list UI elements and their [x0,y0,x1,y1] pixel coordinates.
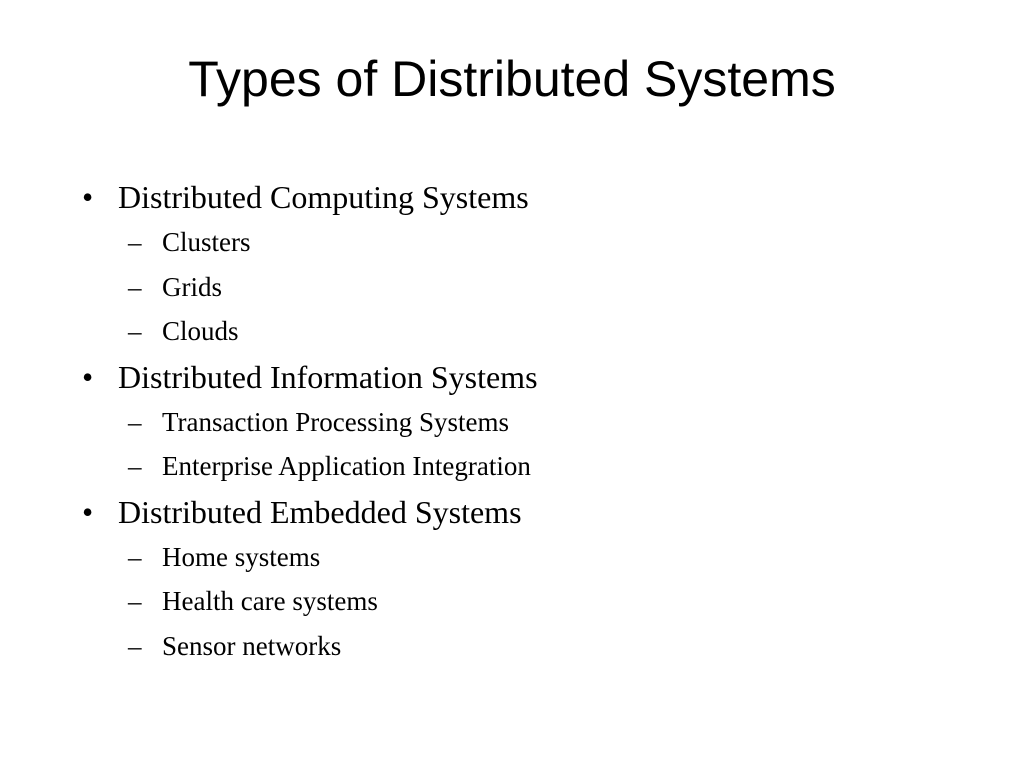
sub-item-label: Sensor networks [162,630,342,661]
sub-item-label: Health care systems [162,586,378,616]
dash-marker: – [128,406,142,437]
sub-item-label: Grids [162,271,222,302]
sub-item-clouds: – Clouds [82,309,982,354]
section-information-systems: • Distributed Information Systems [82,354,982,400]
sub-item-clusters: – Clusters [82,220,982,265]
section-computing-systems: • Distributed Computing Systems [82,174,982,220]
sub-item-label: Home systems [162,541,321,572]
bullet-list: • Distributed Computing Systems – Cluste… [82,174,982,668]
dash-marker: – [128,541,142,572]
bullet-marker: • [82,493,94,530]
slide-title: Types of Distributed Systems [188,51,836,107]
sub-item-label: Clouds [162,316,239,346]
sub-item-label: Enterprise Application Integration [162,451,531,481]
dash-marker: – [128,271,142,302]
dash-marker: – [128,586,142,616]
sub-item-health-care-systems: – Health care systems [82,579,982,624]
section-label: Distributed Embedded Systems [118,493,522,530]
dash-marker: – [128,316,142,346]
sub-item-grids: – Grids [82,265,982,310]
sub-item-label: Transaction Processing Systems [162,406,510,437]
dash-marker: – [128,227,142,257]
sub-item-sensor-networks: – Sensor networks [82,624,982,669]
bullet-marker: • [82,179,94,215]
dash-marker: – [128,451,142,481]
section-label: Distributed Information Systems [118,358,538,395]
dash-marker: – [128,630,142,661]
section-label: Distributed Computing Systems [118,179,529,215]
sub-item-home-systems: – Home systems [82,535,982,580]
bullet-marker: • [82,358,94,395]
section-embedded-systems: • Distributed Embedded Systems [82,489,982,535]
sub-item-transaction-processing: – Transaction Processing Systems [82,400,982,445]
sub-item-enterprise-application-integration: – Enterprise Application Integration [82,444,982,489]
sub-item-label: Clusters [162,227,251,257]
